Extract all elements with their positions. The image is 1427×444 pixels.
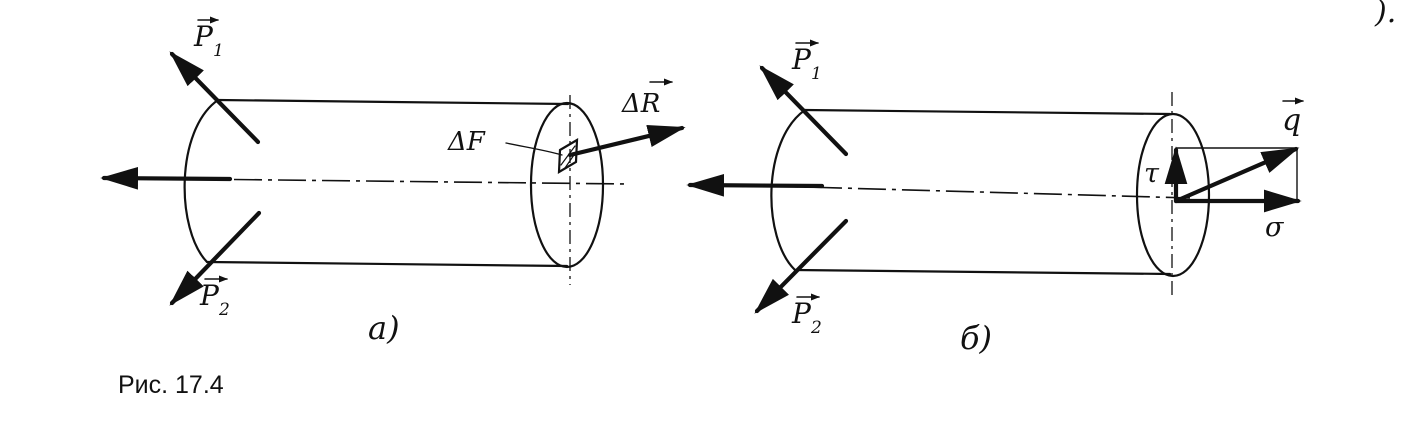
label-sigma-text: σ bbox=[1265, 212, 1285, 243]
axial-force-a-arrow bbox=[100, 166, 233, 190]
label-p1-a-symbol: P bbox=[193, 20, 214, 53]
area-element-a bbox=[557, 138, 579, 174]
top-fragment-text: ). bbox=[1374, 0, 1396, 30]
cylinder-b-section-ellipse bbox=[1135, 112, 1211, 278]
force-p1-a-arrow bbox=[169, 51, 261, 145]
cylinder-a-section-ellipse bbox=[529, 101, 605, 269]
axial-force-b-arrow bbox=[686, 173, 825, 197]
label-p2-b: P 2 bbox=[791, 293, 822, 338]
label-p1-a-subscript: 1 bbox=[213, 41, 224, 61]
result-force-arrow bbox=[567, 124, 686, 158]
label-p2-a: P 2 bbox=[199, 275, 230, 320]
figure-caption: Рис. 17.4 bbox=[118, 371, 224, 399]
label-delta-r-text: ΔR bbox=[621, 89, 660, 119]
cylinder-a-left-rim bbox=[183, 98, 220, 264]
label-p2-b-subscript: 2 bbox=[810, 318, 822, 338]
panel-a-label: а) bbox=[368, 309, 400, 347]
label-p1-a: P 1 bbox=[193, 16, 224, 61]
cylinder-b-axis bbox=[769, 185, 1191, 199]
label-delta-f-text: ΔF bbox=[447, 127, 486, 157]
label-tau-text: τ bbox=[1144, 158, 1160, 189]
panel-b-label: б) bbox=[960, 319, 992, 357]
label-p2-a-subscript: 2 bbox=[218, 300, 230, 320]
total-stress-arrow bbox=[1173, 146, 1300, 204]
cylinder-a-axis bbox=[189, 178, 629, 185]
panel-b: P 1 P 2 q τ σ б) bbox=[686, 39, 1304, 357]
label-p1-b-subscript: 1 bbox=[811, 64, 822, 84]
label-q: q bbox=[1282, 97, 1304, 138]
label-p2-a-symbol: P bbox=[199, 279, 220, 312]
label-p2-b-symbol: P bbox=[791, 297, 812, 330]
panel-a: P 1 P 2 ΔR ΔF а) bbox=[100, 16, 686, 347]
force-p2-b-arrow bbox=[754, 218, 849, 314]
cylinder-a-top-edge bbox=[216, 98, 570, 106]
cylinder-b-left-rim bbox=[770, 108, 807, 272]
label-p1-b: P 1 bbox=[791, 39, 822, 84]
label-p1-b-symbol: P bbox=[791, 43, 812, 76]
area-leader-line bbox=[505, 142, 563, 156]
force-p1-b-arrow bbox=[759, 65, 849, 157]
cylinder-b-bottom-edge bbox=[793, 268, 1172, 276]
cylinder-a-bottom-edge bbox=[205, 260, 569, 268]
cylinder-b-top-edge bbox=[803, 108, 1172, 116]
label-delta-r: ΔR bbox=[621, 78, 673, 119]
force-p2-a-arrow bbox=[169, 210, 262, 306]
label-q-text: q bbox=[1282, 103, 1301, 138]
